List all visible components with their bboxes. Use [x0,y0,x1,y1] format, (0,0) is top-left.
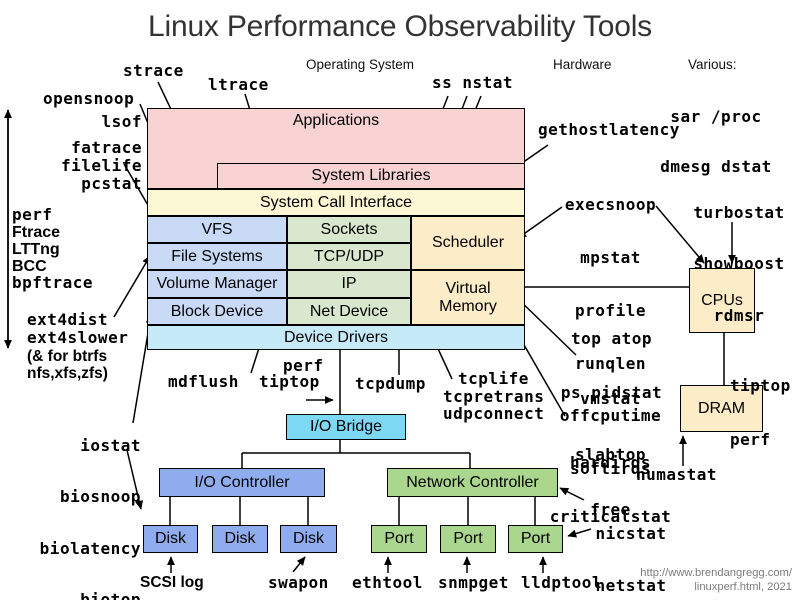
box-disk-3: Disk [280,525,337,553]
tool-biolatency: biolatency [39,538,141,558]
tool-nicstat: nicstat [595,524,667,544]
tool-btrfs-note: (& for btrfs [27,348,108,365]
box-port-1: Port [371,525,427,553]
credit-text: http://www.brendangregg.com/ linuxperf.h… [640,567,792,594]
tool-filelife: filelife [60,156,142,175]
tool-fs-note: nfs,xfs,zfs) [27,365,108,382]
tool-perf-tracer: perf [12,205,53,224]
tool-perf-io: perf [283,356,324,375]
tool-scsi-log: SCSI log [140,574,204,591]
tool-criticalstat: criticalstat [549,507,672,526]
tool-tiptop-perf: tiptop perf [730,341,791,485]
box-disk-1: Disk [143,525,198,553]
tool-tcpretrans: tcpretrans [443,387,545,406]
tool-bpftrace: bpftrace [12,273,94,292]
tool-perf-bus: perf [730,430,771,449]
tool-execsnoop: execsnoop [564,195,657,215]
box-tcp-udp: TCP/UDP [287,243,411,270]
tool-nic-stack: nicstat netstat ip [585,491,677,600]
box-vfs: VFS [147,216,287,243]
tool-ext4slower: ext4slower [27,328,129,347]
tool-showboost: showboost [693,254,785,274]
tool-swapon: swapon [268,573,329,592]
box-ip: IP [287,270,411,298]
tool-cpu-stack: execsnoop mpstat profile runqlen offcput… [548,161,673,513]
credit-url: http://www.brendangregg.com/ [640,567,792,579]
box-io-controller: I/O Controller [159,468,325,497]
box-scheduler: Scheduler [411,216,525,270]
tool-vmstat: vmstat [580,389,641,408]
tool-tiptop-io: tiptop [259,372,320,391]
box-disk-2: Disk [212,525,268,553]
tool-ethtool: ethtool [352,573,423,592]
tool-fatrace: fatrace [71,138,142,157]
tool-lttng: LTTng [12,241,60,258]
box-io-bridge: I/O Bridge [286,414,406,440]
box-system-call-interface: System Call Interface [147,189,525,216]
box-port-2: Port [440,525,496,553]
tool-bcc: BCC [12,258,47,275]
tool-various-stack: sar /proc dmesg dstat [650,76,782,208]
box-dram: DRAM [680,385,763,432]
tool-block-stack: iostat biosnoop biolatency biotop blktra… [11,403,141,600]
tool-top-atop: top atop [570,329,653,348]
tool-profile: profile [575,300,646,320]
box-volume-manager: Volume Manager [147,270,287,298]
tool-ss-nstat: ss nstat [432,73,514,92]
tool-snmpget: snmpget [438,573,509,592]
tool-tcpdump: tcpdump [355,374,426,393]
tool-gethostlatency: gethostlatency [538,120,680,139]
tool-mpstat: mpstat [580,247,641,267]
box-block-device: Block Device [147,298,287,325]
tool-irq-stack: hardirqs criticalstat [538,418,683,562]
box-cpus: CPUs [689,268,755,333]
tool-biotop: biotop [80,590,141,600]
tool-turbo-stack: turbostat showboost rdmsr [686,169,792,359]
box-net-device: Net Device [287,298,411,325]
tool-lsof: lsof [101,112,142,131]
plain-connectors [169,286,725,525]
tool-netstat: netstat [595,576,667,596]
page-title: Linux Performance Observability Tools [148,10,652,43]
tool-proc-stack: top atop ps pidstat [554,294,669,438]
tool-ltrace: ltrace [208,75,269,94]
tool-biosnoop: biosnoop [59,487,141,507]
tool-lldptool: lldptool [521,573,603,592]
os-section-header: Operating System [305,57,415,72]
tool-rdmsr: rdmsr [713,306,765,326]
tool-mem-stack: vmstat slabtop free [558,353,663,557]
tool-tcplife: tcplife [458,369,529,388]
tool-softirqs: softirqs [569,459,652,479]
tool-tiptop-bus: tiptop [730,376,791,395]
various-section-header: Various: [688,57,737,72]
tool-ext4dist: ext4dist [27,310,109,329]
tool-free: free [590,500,631,519]
tool-hardirqs: hardirqs [569,453,652,472]
box-network-controller: Network Controller [387,468,558,497]
tool-pcstat: pcstat [81,174,142,193]
tool-numastat: numastat [636,465,718,484]
tool-iostat: iostat [80,436,141,456]
tool-sar-proc: sar /proc [670,107,762,126]
box-port-3: Port [508,525,563,553]
tool-mdflush: mdflush [168,372,239,391]
tool-strace: strace [123,61,184,80]
credit-page: linuxperf.html, 2021 [694,580,792,593]
box-device-drivers: Device Drivers [147,325,525,350]
tool-runqlen: runqlen [575,353,646,373]
box-file-systems: File Systems [147,243,287,270]
tool-turbostat: turbostat [693,202,785,222]
box-sockets: Sockets [287,216,411,243]
tool-slabtop: slabtop [575,444,646,464]
tool-opensnoop: opensnoop [43,89,135,108]
tool-ftrace: Ftrace [12,224,61,241]
hardware-section-header: Hardware [553,57,612,72]
tool-dmesg-dstat: dmesg dstat [660,156,772,176]
box-virtual-memory: Virtual Memory [411,270,525,325]
tool-offcputime: offcputime [559,406,662,426]
tool-ps-pidstat: ps pidstat [560,383,663,402]
tool-udpconnect: udpconnect [443,404,545,423]
box-system-libraries: System Libraries [217,163,525,189]
